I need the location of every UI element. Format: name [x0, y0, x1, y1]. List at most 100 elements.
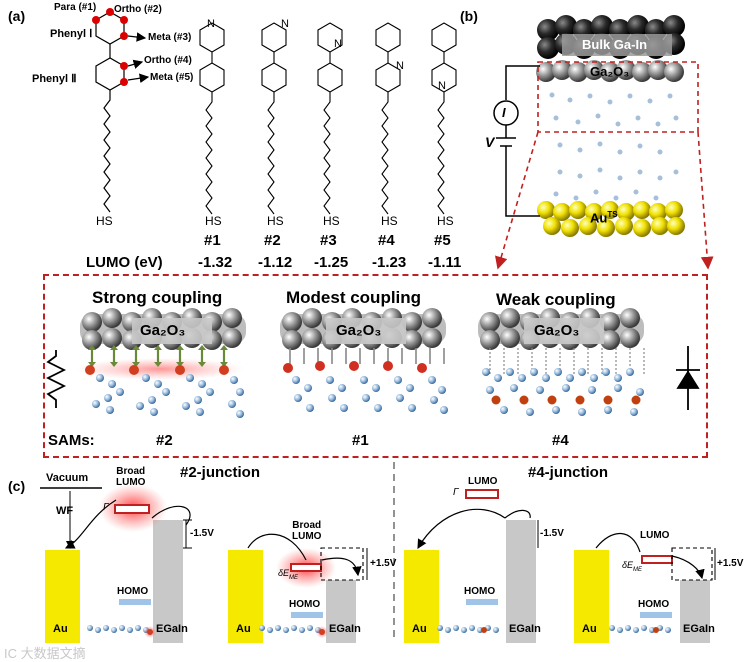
sams-label: SAMs:	[48, 432, 95, 449]
lumo-value-4: -1.23	[372, 254, 407, 271]
sam-id-strong: #2	[156, 432, 173, 449]
wf-label: WF	[56, 505, 74, 517]
watermark: IC 大数据文摘	[4, 646, 86, 661]
title-2-junction: #2-junction	[180, 464, 261, 481]
coupling-title-strong: Strong coupling	[92, 288, 223, 307]
label-voltage: V	[485, 134, 495, 150]
panel-label-b: (b)	[460, 8, 478, 24]
thiol-generic: HS	[96, 214, 113, 228]
molecule-id-2: #2	[264, 232, 281, 249]
coupling-box	[43, 274, 708, 458]
nitrogen-1: N	[207, 18, 215, 30]
sam-id-modest: #1	[352, 432, 369, 449]
lumo-value-3: -1.25	[314, 254, 349, 271]
thiol-4: HS	[381, 214, 398, 228]
label-gold: AuTS	[590, 210, 618, 226]
lumo-label-4: LUMO	[640, 530, 670, 541]
nitrogen-3: N	[334, 38, 342, 50]
homo-label-4: HOMO	[638, 599, 670, 610]
egain-label-1: EGaIn	[156, 623, 188, 635]
oxide-label-strong: Ga₂O₃	[140, 322, 186, 339]
oxide-slab-strong	[80, 308, 246, 350]
lumo-value-1: -1.32	[198, 254, 233, 271]
delta-em-4: δEME	[622, 560, 643, 573]
delta-em-2: δEME	[278, 568, 299, 581]
egain-label-3: EGaIn	[509, 623, 541, 635]
nitrogen-2: N	[281, 18, 289, 30]
label-phenyl1: Phenyl Ⅰ	[50, 28, 93, 40]
label-oxide: Ga₂O₃	[590, 64, 630, 79]
bias-label-4: +1.5V	[717, 558, 744, 569]
molecule-id-5: #5	[434, 232, 451, 249]
homo-label-1: HOMO	[117, 586, 149, 597]
au-label-2: Au	[236, 623, 251, 635]
oxide-slab-weak	[478, 308, 644, 350]
homo-label-3: HOMO	[464, 586, 496, 597]
label-meta3: Meta (#3)	[148, 32, 192, 43]
sam-modest	[283, 361, 448, 414]
coupling-title-modest: Modest coupling	[286, 288, 422, 307]
au-label-1: Au	[53, 623, 68, 635]
lumo-label-3: LUMO	[468, 476, 498, 487]
oxide-slab-modest	[280, 308, 446, 350]
bias-label-2: +1.5V	[370, 558, 397, 569]
structure-generic	[92, 8, 150, 213]
label-bulk-gain: Bulk Ga-In	[582, 37, 648, 52]
weak-interactions	[489, 348, 645, 374]
molecule-structures	[199, 22, 457, 215]
resistor-symbol	[45, 350, 67, 408]
label-para: Para (#1)	[54, 2, 97, 13]
gamma-3: Γ	[453, 487, 459, 498]
lumo-row-label: LUMO (eV)	[86, 254, 163, 271]
nitrogen-5: N	[438, 80, 446, 92]
broad-lumo-label-2: Broad LUMO	[292, 520, 322, 542]
thiol-2: HS	[267, 214, 284, 228]
homo-label-2: HOMO	[289, 599, 321, 610]
thiol-3: HS	[323, 214, 340, 228]
label-current: I	[502, 105, 506, 120]
thiol-1: HS	[205, 214, 222, 228]
molecule-id-1: #1	[204, 232, 221, 249]
junction-model	[493, 15, 714, 270]
egain-label-4: EGaIn	[683, 623, 715, 635]
panel-label-c: (c)	[8, 478, 26, 494]
lumo-value-2: -1.12	[258, 254, 293, 271]
title-4-junction: #4-junction	[528, 464, 609, 481]
diode-symbol	[676, 346, 700, 410]
sam-id-weak: #4	[552, 432, 569, 449]
bias-label-3: -1.5V	[540, 528, 564, 539]
vacuum-label: Vacuum	[46, 472, 89, 484]
gamma-1: Γ	[103, 502, 109, 513]
sam-weak	[482, 368, 644, 416]
panel-label-a: (a)	[8, 8, 26, 24]
zoom-lines	[495, 61, 714, 270]
circuit	[493, 65, 540, 217]
coupling-scenes	[45, 308, 700, 418]
gain-electrode	[537, 15, 685, 59]
lumo-value-5: -1.11	[428, 254, 462, 271]
bias-label-1: -1.5V	[190, 528, 214, 539]
coupling-title-weak: Weak coupling	[496, 290, 616, 309]
nitrogen-4: N	[396, 60, 404, 72]
au-label-4: Au	[582, 623, 597, 635]
label-ortho2: Ortho (#2)	[114, 4, 162, 15]
molecule-id-3: #3	[320, 232, 337, 249]
strong-interactions	[76, 345, 244, 380]
broad-lumo-label-1: Broad LUMO	[116, 466, 146, 488]
sam-layer	[549, 92, 679, 201]
sam-strong	[85, 365, 244, 418]
oxide-label-modest: Ga₂O₃	[336, 322, 382, 339]
label-meta5: Meta (#5)	[150, 72, 194, 83]
modest-interactions	[289, 348, 445, 364]
egain-label-2: EGaIn	[329, 623, 361, 635]
gold-electrode	[537, 201, 685, 237]
molecule-id-4: #4	[378, 232, 395, 249]
thiol-5: HS	[437, 214, 454, 228]
label-ortho4: Ortho (#4)	[144, 55, 192, 66]
energy-diagrams	[40, 462, 716, 643]
oxide-layer	[536, 60, 684, 82]
au-label-3: Au	[412, 623, 427, 635]
label-phenyl2: Phenyl Ⅱ	[32, 73, 77, 85]
oxide-label-weak: Ga₂O₃	[534, 322, 580, 339]
